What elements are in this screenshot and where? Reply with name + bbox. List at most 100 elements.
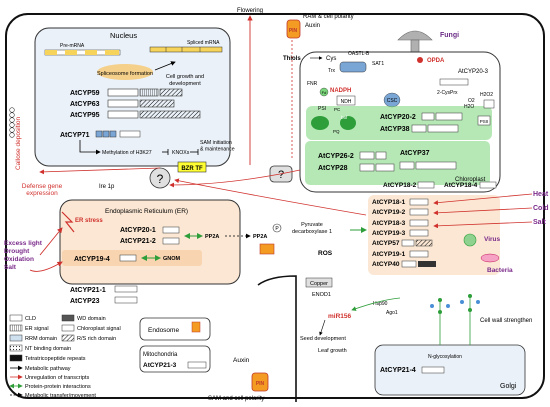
cyp63-domains: [107, 99, 175, 108]
cyp21-1-label: AtCYP21-1: [70, 287, 106, 294]
psi-label: PSI: [318, 106, 326, 112]
methylation-label: Methylation of H3K27: [102, 150, 152, 156]
psi-small-box: [483, 99, 495, 109]
pre-mrna-label: Pre-mRNA: [60, 43, 85, 49]
legend-cld: CLD: [25, 316, 36, 322]
cyp19-1-label: AtCYP19-1: [372, 251, 406, 258]
question-mark-1: ?: [157, 172, 164, 186]
cyp19-4-label: AtCYP19-4: [74, 256, 110, 263]
ago1-label: Ago1: [386, 310, 398, 316]
h2o2-label: H2O2: [480, 92, 493, 98]
hsp90-label: Hsp90: [373, 301, 388, 307]
spliced-mrna-label: Spliced mRNA: [187, 40, 220, 46]
callose-beads: [9, 107, 15, 138]
psii-box: [477, 115, 491, 126]
mir156-label: miR156: [328, 313, 352, 320]
b6f-label: b6f: [341, 115, 348, 120]
endo1-label: ENOD1: [312, 292, 331, 298]
mushroom-icon: [397, 30, 433, 41]
bzr-label: BZR TF: [181, 166, 203, 172]
o2-label: O2: [468, 98, 475, 104]
bacteria-label: Bacteria: [487, 267, 513, 274]
cyp18-4-label: AtCYP18-4: [444, 182, 478, 189]
golgi-label: Golgi: [500, 383, 517, 390]
cyp59-label: AtCYP59: [70, 90, 100, 97]
pin-top-label: PIN: [289, 28, 298, 34]
er-label: Endoplasmic Reticulum (ER): [105, 208, 188, 215]
pq-label: PQ: [333, 129, 340, 134]
spliced-mrna-bar: [149, 46, 223, 53]
ros-label: ROS: [318, 250, 333, 257]
cyp71-label: AtCYP71: [60, 132, 90, 139]
legend-ppi: Protein-protein interactions: [25, 384, 91, 390]
psi-complex: [311, 116, 329, 130]
psii-label: PSII: [480, 119, 489, 124]
lightning-icon: [61, 211, 75, 233]
cyp57-label: AtCYP57: [372, 240, 400, 247]
sat1-label: SAT1: [372, 61, 384, 67]
pin-channel-bottom-icon: [251, 372, 269, 392]
cyp21-4-label: AtCYP21-4: [380, 367, 416, 374]
virus-icon: [463, 233, 477, 247]
legend-transfer: Metabolic transfer/movement: [25, 393, 96, 399]
oastl-label: OASTL-B: [348, 51, 370, 57]
cyp26-2-label: AtCYP26-2: [318, 153, 354, 160]
cold-label: Cold: [533, 205, 549, 212]
plasma-membrane-fold: [257, 275, 297, 402]
cyp63-label: AtCYP63: [70, 101, 100, 108]
cyp21-2-label: AtCYP21-2: [120, 238, 156, 245]
cyp19-3-label: AtCYP19-3: [372, 230, 406, 237]
cyp95-domains: [107, 110, 201, 119]
er-stress-label: ER stress: [75, 218, 103, 224]
cyp37-label: AtCYP37: [400, 150, 430, 157]
cyp19-2-label: AtCYP19-2: [372, 209, 406, 216]
cyp20-1-label: AtCYP20-1: [120, 227, 156, 234]
pin-bottom-label: PIN: [256, 381, 265, 387]
pin-channel-icon: [286, 19, 301, 39]
mitochondria-label: Mitochondria: [143, 352, 178, 358]
cyp21-3-label: AtCYP21-3: [143, 362, 177, 369]
opda-label: OPDA: [427, 58, 445, 64]
stroma-box: [305, 141, 490, 185]
pin-er-icon: [259, 243, 275, 255]
legend-rrm: RRM domain: [25, 336, 57, 342]
cyp20-2-label: AtCYP20-2: [380, 114, 416, 121]
sam-bottom-label: SAM and cell polarity: [208, 396, 264, 402]
question-mark-2: ?: [278, 169, 284, 181]
fnr-label: FNR: [307, 81, 318, 87]
legend: CLD WD domain ER signal Chloroplast sign…: [9, 314, 121, 399]
sam-init-label: SAM initiation& maintenance: [200, 140, 235, 153]
phospho-label: P: [275, 226, 279, 232]
fungi-label: Fungi: [440, 32, 459, 39]
cyp20-3-label: AtCYP20-3: [458, 69, 489, 75]
nucleus-label: Nucleus: [110, 31, 137, 40]
cyp40-label: AtCYP40: [372, 261, 400, 268]
oastl-box: [339, 61, 367, 73]
bacteria-icon: [480, 253, 500, 263]
trx-label: Trx: [328, 68, 336, 74]
cyp95-label: AtCYP95: [70, 112, 100, 119]
fd-label: Fd: [322, 90, 327, 95]
pp2a-label: PP2A: [205, 234, 219, 240]
ocyspre-label: 2-CysPrx: [437, 90, 458, 96]
nucleus: [34, 27, 231, 167]
csc-label: CSC: [387, 98, 398, 104]
phospho-circle: [272, 223, 282, 233]
legend-tpr: Tetratricopeptide repeats: [25, 356, 86, 362]
cyp23-label: AtCYP23: [70, 298, 100, 305]
ndh-box: [336, 95, 356, 106]
golgi: [374, 344, 526, 396]
gnom-label: GNOM: [163, 256, 181, 262]
legend-rs: R/S rich domain: [77, 336, 116, 342]
chloroplast-label: Chloroplast: [455, 177, 486, 183]
copper-box: [305, 277, 333, 288]
cyp18-3-label: AtCYP18-3: [372, 220, 406, 227]
legend-wd: WD domain: [77, 316, 106, 322]
pre-mrna-bar: [44, 49, 121, 56]
heat-label: Heat: [533, 191, 549, 198]
legend-chloroplast-signal: Chloroplast signal: [77, 326, 121, 332]
thiols-label: Thiols: [283, 56, 301, 62]
